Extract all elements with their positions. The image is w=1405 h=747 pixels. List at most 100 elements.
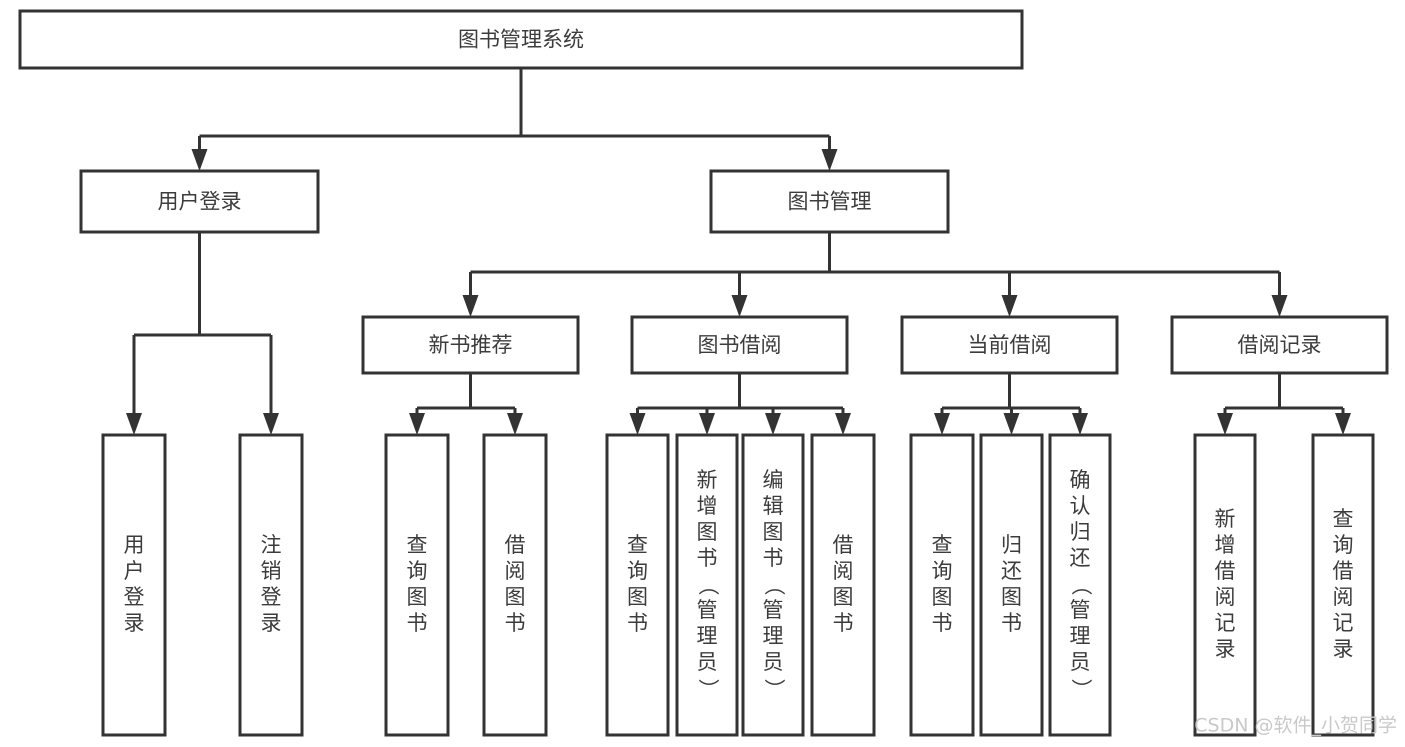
node-label-char: 询 xyxy=(1333,533,1354,557)
node-borrow-record[interactable]: 借阅记录 xyxy=(1170,315,1389,375)
node-root[interactable]: 图书管理系统 xyxy=(18,9,1024,70)
node-box xyxy=(101,433,167,737)
arrow-head-icon xyxy=(409,413,425,435)
node-label-char: 查 xyxy=(1333,507,1354,531)
node-box xyxy=(1311,433,1375,737)
node-label-char: 借 xyxy=(833,533,854,557)
node-box xyxy=(675,433,739,737)
arrow-head-icon xyxy=(462,295,479,317)
node-box xyxy=(1170,315,1389,375)
node-box xyxy=(630,315,849,375)
node-label-char: 认 xyxy=(1070,494,1091,518)
nodes-layer: 图书管理系统用户登录图书管理新书推荐图书借阅当前借阅借阅记录用户登录注销登录查询… xyxy=(18,9,1389,737)
node-label-char: 理 xyxy=(697,624,718,648)
node-box xyxy=(384,433,450,737)
node-box xyxy=(741,433,805,737)
node-label-char: 阅 xyxy=(833,559,854,583)
node-box xyxy=(605,433,670,737)
node-box xyxy=(810,433,876,737)
node-user-login[interactable]: 用户登录 xyxy=(79,169,320,234)
node-label-char: 登 xyxy=(124,585,145,609)
node-label-char: （ xyxy=(696,575,720,596)
arrow-head-icon xyxy=(731,295,748,317)
node-label: 新书推荐 xyxy=(429,333,513,357)
node-label-char: 用 xyxy=(124,533,145,557)
node-box xyxy=(18,9,1024,70)
node-label: 用户登录 xyxy=(158,190,242,214)
arrow-head-icon xyxy=(821,149,838,171)
node-box xyxy=(238,433,304,737)
node-label-char: 记 xyxy=(1215,611,1236,635)
node-label-char: 书 xyxy=(932,611,953,635)
csdn-watermark: CSDN @软件_小贺同学 xyxy=(1194,715,1397,737)
node-label-char: 归 xyxy=(1001,533,1022,557)
arrow-head-icon xyxy=(263,413,279,435)
node-box xyxy=(482,433,548,737)
node-box xyxy=(900,315,1119,375)
node-label-char: 新 xyxy=(697,468,718,492)
node-label-char: 询 xyxy=(407,559,428,583)
arrow-head-icon xyxy=(1072,413,1088,435)
node-label-char: 书 xyxy=(407,611,428,635)
node-label-char: 理 xyxy=(763,624,784,648)
node-label-char: 注 xyxy=(261,533,282,557)
node-label-char: 书 xyxy=(763,546,784,570)
node-label-char: 员 xyxy=(697,650,718,674)
arrow-head-icon xyxy=(507,413,523,435)
node-label-char: 录 xyxy=(124,611,145,635)
node-label-char: 阅 xyxy=(1333,585,1354,609)
node-label-char: 录 xyxy=(1333,637,1354,661)
node-label-char: 增 xyxy=(1215,533,1236,557)
node-book-borrow[interactable]: 图书借阅 xyxy=(630,315,849,375)
node-label-char: 书 xyxy=(1001,611,1022,635)
node-label-char: 管 xyxy=(763,598,784,622)
node-label-char: 查 xyxy=(627,533,648,557)
node-label-char: 查 xyxy=(932,533,953,557)
node-box xyxy=(1048,433,1112,737)
arrow-head-icon xyxy=(765,413,781,435)
arrow-head-icon xyxy=(126,413,142,435)
node-label: 图书管理 xyxy=(788,190,872,214)
node-label-char: 录 xyxy=(261,611,282,635)
node-label-char: （ xyxy=(1069,575,1093,596)
node-label-char: 确 xyxy=(1070,468,1091,492)
node-label-char: 管 xyxy=(1070,598,1091,622)
node-current-borrow[interactable]: 当前借阅 xyxy=(900,315,1119,375)
node-label-char: 员 xyxy=(763,650,784,674)
node-label-char: 书 xyxy=(697,546,718,570)
node-label: 图书借阅 xyxy=(698,333,782,357)
node-new-book-rec[interactable]: 新书推荐 xyxy=(361,315,580,375)
node-book-manage[interactable]: 图书管理 xyxy=(709,169,950,234)
node-label-char: 书 xyxy=(505,611,526,635)
node-label-char: 辑 xyxy=(763,494,784,518)
node-box xyxy=(979,433,1044,737)
arrow-head-icon xyxy=(1001,295,1018,317)
node-label-char: 还 xyxy=(1070,546,1091,570)
node-label-char: 书 xyxy=(627,611,648,635)
node-label-char: 录 xyxy=(1215,637,1236,661)
node-label-char: 记 xyxy=(1333,611,1354,635)
node-label-char: 编 xyxy=(763,468,784,492)
node-label-char: 图 xyxy=(697,520,718,544)
node-box xyxy=(361,315,580,375)
node-label-char: ） xyxy=(696,679,720,700)
node-label-char: 阅 xyxy=(1215,585,1236,609)
node-label-char: 阅 xyxy=(505,559,526,583)
arrow-head-icon xyxy=(835,413,851,435)
node-leaf-user-login[interactable]: 用户登录 xyxy=(101,433,167,737)
node-label-char: 图 xyxy=(833,585,854,609)
node-label: 借阅记录 xyxy=(1238,333,1322,357)
